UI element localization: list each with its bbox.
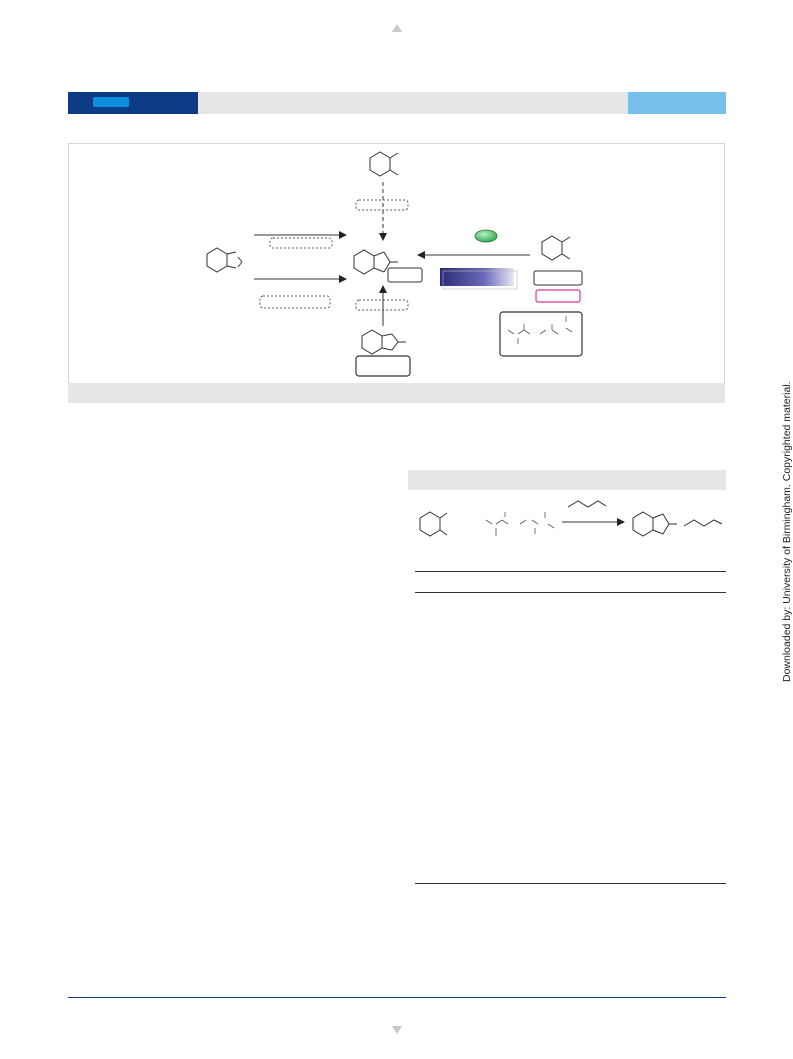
catalyst-bubble [474, 229, 498, 243]
copyright-side-note: Downloaded by: University of Birmingham.… [781, 381, 793, 682]
table-alkyl-chain [567, 500, 607, 508]
left-structure [206, 247, 243, 273]
header-page-tab [628, 92, 726, 114]
table-top-rule [415, 571, 726, 572]
table-reagent-structure [485, 512, 555, 536]
table-reactant-structure [419, 511, 448, 537]
page-up-icon[interactable] [392, 24, 402, 32]
table-header-bar [408, 470, 726, 490]
bottom-reagent-box [355, 299, 409, 311]
table-header-rule [415, 592, 726, 593]
table-product-structure [632, 511, 723, 537]
left-upper-reagent-box [269, 237, 333, 249]
method-banner [440, 268, 514, 286]
scheme-caption-bar [68, 383, 725, 403]
footer-rule [68, 997, 726, 998]
highlight-reagent-box [535, 289, 581, 303]
top-reagent-box [355, 199, 409, 211]
reagent-structure [507, 316, 573, 344]
header-pill-badge [93, 97, 129, 107]
running-header [68, 92, 726, 114]
right-benzene-structure [541, 235, 571, 261]
page-down-icon[interactable] [392, 1026, 402, 1034]
method-banner-shadow [442, 270, 518, 290]
central-product-structure [353, 249, 398, 275]
table-bottom-rule [415, 883, 726, 884]
product-label-box [387, 267, 423, 283]
right-label-box [533, 270, 583, 286]
reagent-structure-box [499, 311, 583, 357]
top-benzene-structure [369, 151, 399, 177]
bottom-label-box [355, 355, 411, 377]
bottom-structure [361, 329, 406, 355]
left-lower-reagent-box [259, 295, 331, 309]
